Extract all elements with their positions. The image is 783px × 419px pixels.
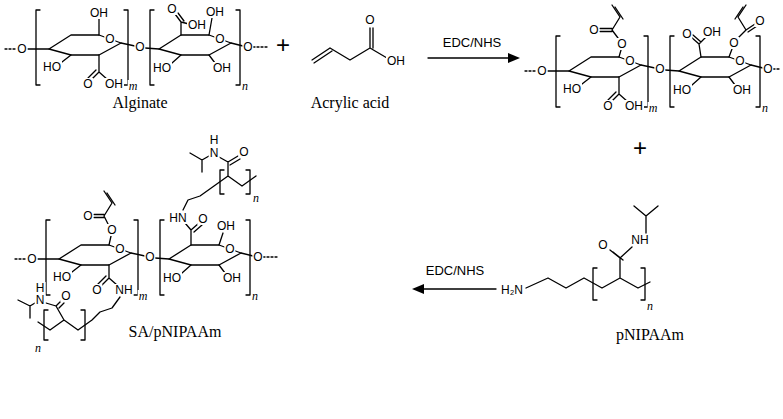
atom-label: O — [588, 24, 599, 36]
atom-label: HO — [42, 61, 62, 73]
sa-pnipaam-structure — [15, 153, 277, 340]
atom-label: O — [214, 33, 225, 45]
atom-label: O — [681, 28, 692, 40]
plus-sign: + — [275, 33, 291, 57]
atom-label: OH — [732, 84, 752, 96]
atom-label: O — [104, 33, 115, 45]
atom-label: O — [238, 146, 249, 158]
subscript: n — [761, 102, 769, 114]
subscript: n — [252, 192, 260, 204]
atom-label: O — [134, 41, 145, 53]
atom-label: HO — [52, 271, 72, 283]
bonds — [38, 191, 253, 286]
atom-label: O — [224, 243, 235, 255]
atom-label: O — [536, 65, 547, 77]
bonds — [548, 5, 763, 102]
atom-label: OH — [216, 220, 236, 232]
atom-label: O — [624, 55, 635, 67]
atom-label: O — [616, 38, 627, 50]
atom-label: O — [82, 78, 93, 90]
atom-label: O — [26, 253, 37, 265]
repeat-bracket — [36, 10, 240, 85]
atom-label: HO — [162, 272, 182, 284]
atom-label: O — [60, 290, 71, 302]
atom-label: H — [35, 282, 46, 294]
subscript: m — [138, 290, 149, 302]
atom-label: HN — [168, 212, 187, 224]
atom-label: O — [114, 243, 125, 255]
atom-label: NH — [630, 234, 649, 246]
atom-label: O — [364, 14, 375, 26]
atom-label: O — [602, 100, 613, 112]
atom-label: O — [16, 43, 27, 55]
chain-continuation — [525, 69, 780, 71]
subscript: m — [648, 102, 659, 114]
plus-sign: + — [632, 136, 648, 160]
atom-label: OH — [187, 19, 207, 31]
compound-name: SA/pNIPAAm — [128, 324, 223, 340]
atom-label: OH — [104, 78, 124, 90]
atom-label: O — [754, 15, 765, 27]
pnipaam-bonds — [526, 206, 658, 288]
atom-label: NH — [114, 284, 133, 296]
repeat-bracket — [593, 268, 645, 300]
atom-label: OH — [702, 26, 722, 38]
atom-label: OH — [212, 62, 232, 74]
arrow-head — [412, 284, 424, 294]
atom-label: O — [144, 251, 155, 263]
atom-label: O — [82, 210, 93, 222]
reaction-arrow — [422, 288, 496, 289]
atom-label: OH — [89, 7, 109, 19]
arrow-head — [508, 53, 520, 63]
atom-label: N — [209, 147, 220, 159]
alginate-structure — [5, 10, 267, 85]
atom-label: HO — [672, 84, 692, 96]
atom-label: H — [209, 134, 220, 146]
subscript: n — [241, 80, 249, 92]
atom-label: OH — [222, 272, 242, 284]
atom-label: O — [242, 41, 253, 53]
atom-label: H₂N — [500, 284, 524, 296]
atom-label: O — [106, 224, 117, 236]
compound-name: Acrylic acid — [310, 95, 391, 111]
atom-label: O — [762, 63, 773, 75]
atom-label: O — [252, 251, 263, 263]
compound-name: Alginate — [111, 95, 168, 111]
repeat-bracket — [44, 170, 250, 340]
compound-name: pNIPAAm — [615, 327, 685, 343]
repeat-bracket — [556, 36, 760, 107]
atom-label: OH — [386, 55, 406, 67]
subscript: n — [34, 342, 42, 354]
acrylated-alginate-structure — [525, 5, 780, 107]
atom-label: O — [654, 63, 665, 75]
subscript: m — [128, 80, 139, 92]
subscript: n — [646, 300, 654, 312]
atom-label: HO — [152, 62, 172, 74]
atom-label: OH — [205, 6, 225, 18]
atom-label: OH — [624, 100, 644, 112]
atom-label: O — [734, 55, 745, 67]
atom-label: HO — [562, 83, 582, 95]
atom-label: O — [197, 213, 208, 225]
atom-label: O — [166, 3, 177, 15]
reagent-label: EDC/NHS — [425, 264, 486, 277]
atom-label: O — [728, 37, 739, 49]
bonds — [28, 13, 243, 80]
subscript: n — [251, 290, 259, 302]
acrylic-acid-bonds — [312, 28, 387, 63]
reaction-arrow — [428, 57, 510, 58]
atom-label: O — [91, 284, 102, 296]
reagent-label: EDC/NHS — [442, 36, 503, 49]
atom-label: N — [35, 294, 46, 306]
atom-label: O — [597, 239, 608, 251]
